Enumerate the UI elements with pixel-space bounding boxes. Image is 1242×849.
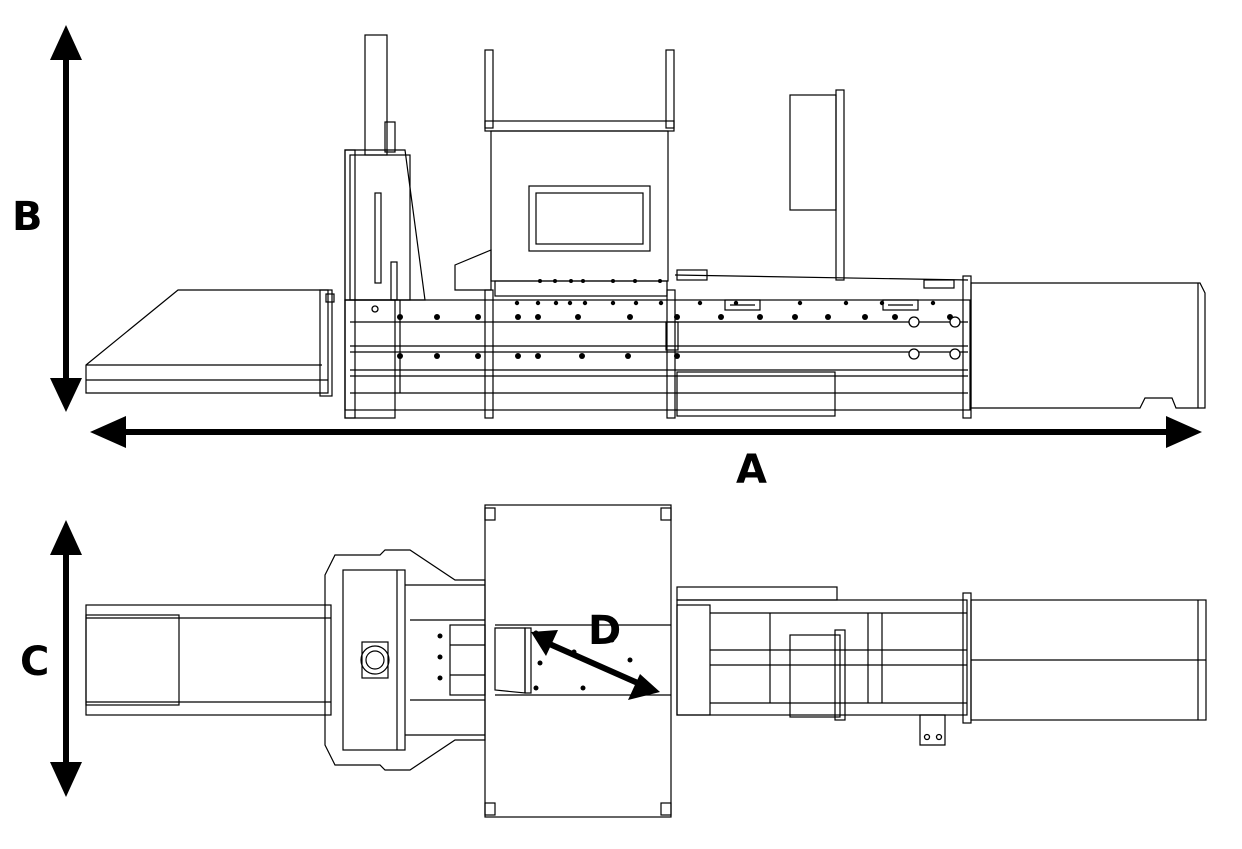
bolt-icon [437, 633, 443, 639]
bolt-icon [610, 300, 616, 306]
bolt-icon [580, 685, 586, 691]
bolt-icon [797, 300, 803, 306]
dimension-d-label: D [588, 608, 621, 654]
dimension-a-label: A [736, 447, 767, 493]
bolt-icon [553, 279, 557, 283]
top-hopper [484, 504, 672, 818]
bolt-icon [633, 279, 637, 283]
bolt-icon [627, 314, 633, 320]
bolt-icon [757, 314, 763, 320]
bolt-icon [535, 300, 541, 306]
side-clamps [724, 299, 919, 311]
side-infeed-chute [85, 289, 335, 397]
dimension-b: B [12, 25, 82, 412]
bolt-icon [843, 300, 849, 306]
bolt-icon [537, 660, 543, 666]
bolt-icon [658, 300, 664, 306]
side-rails [344, 275, 972, 419]
dimension-c-label: C [20, 639, 49, 685]
bolt-icon [733, 300, 739, 306]
side-bolts [371, 279, 961, 360]
bolt-icon [674, 314, 680, 320]
bolt-icon [582, 300, 588, 306]
bolt-icon [437, 675, 443, 681]
bolt-icon [475, 353, 481, 359]
bolt-icon [533, 685, 539, 691]
top-view [85, 504, 1207, 818]
bolt-icon [515, 353, 521, 359]
bolt-icon [611, 279, 615, 283]
bolt-icon [609, 637, 615, 643]
bolt-icon [575, 314, 581, 320]
bolt-icon [397, 314, 403, 320]
top-ram-housing [324, 549, 486, 771]
side-view [85, 34, 1206, 419]
bolt-icon [515, 314, 521, 320]
bolt-icon [930, 300, 936, 306]
bolt-icon [553, 300, 559, 306]
bolt-icon [627, 657, 633, 663]
side-hopper [454, 49, 675, 297]
side-electrical-box [674, 89, 969, 281]
bolt-icon [674, 353, 680, 359]
bolt-icon [825, 314, 831, 320]
top-rails [676, 586, 968, 746]
dimension-d: D [531, 608, 660, 700]
bolt-icon [633, 300, 639, 306]
bolt-icon [475, 314, 481, 320]
bolt-icon [434, 314, 440, 320]
top-infeed-chute [85, 604, 332, 716]
bolt-icon [434, 353, 440, 359]
dimension-c: C [20, 520, 82, 797]
bolt-icon [625, 353, 631, 359]
bolt-icon [862, 314, 868, 320]
side-bale-chamber [923, 279, 1206, 409]
bolt-icon [581, 279, 585, 283]
dimension-a: A [90, 416, 1202, 493]
bolt-icon [514, 300, 520, 306]
bolt-icon [718, 314, 724, 320]
bolt-icon [535, 353, 541, 359]
bolt-icon [792, 314, 798, 320]
bolt-icon [437, 654, 443, 660]
bolt-icon [569, 279, 573, 283]
top-bale-chamber [962, 592, 1207, 724]
bolt-icon [879, 300, 885, 306]
dimension-b-label: B [12, 194, 43, 240]
bolt-icon [535, 314, 541, 320]
bolt-icon [658, 279, 662, 283]
side-ram-housing [344, 34, 426, 419]
bolt-icon [579, 353, 585, 359]
bolt-icon [567, 300, 573, 306]
bolt-icon [538, 279, 542, 283]
bolt-icon [397, 353, 403, 359]
bolt-icon [697, 300, 703, 306]
bolt-icon [892, 314, 898, 320]
